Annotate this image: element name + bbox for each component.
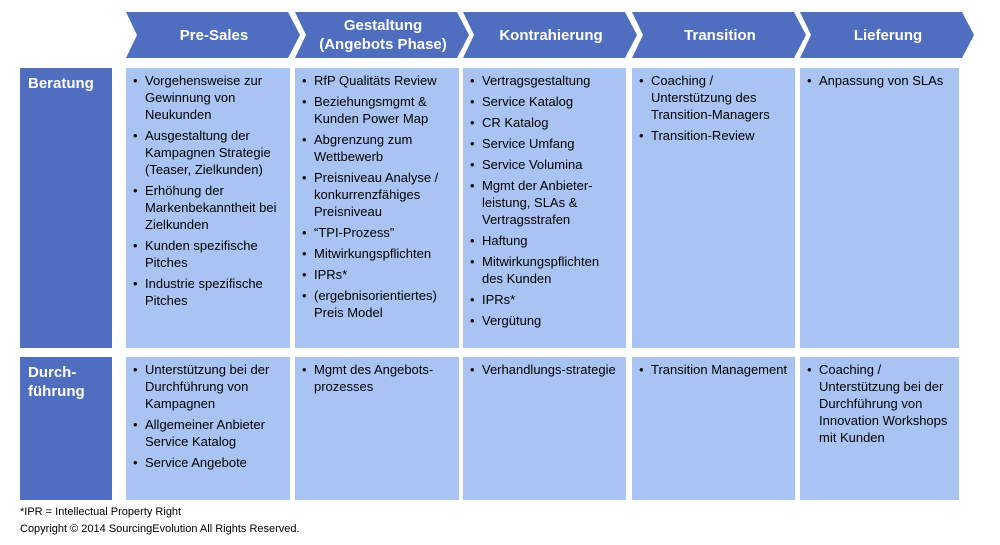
cell-r2-c2: Mgmt des Angebots-prozesses	[295, 357, 459, 500]
bullet-list: Coaching / Unterstützung bei der Durchfü…	[806, 361, 953, 446]
phase-label: Gestaltung (Angebots Phase)	[319, 17, 447, 53]
bullet-item: Mitwirkungspflichten des Kunden	[469, 253, 620, 287]
bullet-item: Vergütung	[469, 312, 620, 329]
footnote: *IPR = Intellectual Property Right	[20, 506, 182, 518]
bullet-list: Verhandlungs-strategie	[469, 361, 620, 378]
bullet-item: Transition Management	[638, 361, 789, 378]
chevron-shape	[126, 12, 300, 58]
bullet-item: Vorgehensweise zur Gewinnung von Neukund…	[132, 72, 284, 123]
cell-r1-c1: Vorgehensweise zur Gewinnung von Neukund…	[126, 68, 290, 348]
cell-r1-c5: Anpassung von SLAs	[800, 68, 959, 348]
bullet-item: Vertragsgestaltung	[469, 72, 620, 89]
bullet-item: Coaching / Unterstützung bei der Durchfü…	[806, 361, 953, 446]
row-label-durchfuehrung: Durch- führung	[20, 357, 112, 500]
bullet-item: Preisniveau Analyse / konkurrenzfähiges …	[301, 169, 453, 220]
bullet-list: VertragsgestaltungService Katalog CR Kata…	[469, 72, 620, 329]
cell-r2-c5: Coaching / Unterstützung bei der Durchfü…	[800, 357, 959, 500]
bullet-item: Industrie spezifische Pitches	[132, 275, 284, 309]
bullet-item: Service Volumina	[469, 156, 620, 173]
phase-label: Pre-Sales	[179, 26, 249, 44]
bullet-item: Service Angebote	[132, 454, 284, 471]
cell-r2-c1: Unterstützung bei der Durchführung von K…	[126, 357, 290, 500]
bullet-item: Transition-Review	[638, 127, 789, 144]
chevron-shape	[632, 12, 806, 58]
bullet-item: Verhandlungs-strategie	[469, 361, 620, 378]
bullet-item: “TPI-Prozess”	[301, 224, 453, 241]
bullet-item: Ausgestaltung der Kampagnen Strategie (T…	[132, 127, 284, 178]
cell-r1-c4: Coaching / Unterstützung des Transition-…	[632, 68, 795, 348]
phase-label: Transition	[684, 26, 756, 44]
phase-header-5: Lieferung	[800, 12, 974, 58]
bullet-item: Abgrenzung zum Wettbewerb	[301, 131, 453, 165]
copyright: Copyright © 2014 SourcingEvolution All R…	[20, 523, 300, 535]
bullet-list: RfP Qualitäts ReviewBeziehungsmgmt & Kun…	[301, 72, 453, 321]
bullet-item: Haftung	[469, 232, 620, 249]
bullet-item: IPRs*	[469, 291, 620, 308]
cell-r1-c3: VertragsgestaltungService Katalog CR Kata…	[463, 68, 626, 348]
chevron-shape	[295, 12, 469, 58]
chevron-shape	[800, 12, 974, 58]
cell-r2-c3: Verhandlungs-strategie	[463, 357, 626, 500]
bullet-item: Beziehungsmgmt & Kunden Power Map	[301, 93, 453, 127]
phase-header-4: Transition	[632, 12, 806, 58]
bullet-item: Mitwirkungspflichten	[301, 245, 453, 262]
bullet-item: Service Katalog	[469, 93, 620, 110]
bullet-item: CR Katalog	[469, 114, 620, 131]
bullet-item: IPRs*	[301, 266, 453, 283]
bullet-list: Coaching / Unterstützung des Transition-…	[638, 72, 789, 144]
chevron-shape	[463, 12, 637, 58]
bullet-list: Mgmt des Angebots-prozesses	[301, 361, 453, 395]
phase-header-2: Gestaltung (Angebots Phase)	[295, 12, 469, 58]
bullet-item: Allgemeiner Anbieter Service Katalog	[132, 416, 284, 450]
bullet-list: Vorgehensweise zur Gewinnung von Neukund…	[132, 72, 284, 309]
bullet-item: Service Umfang	[469, 135, 620, 152]
bullet-item: Unterstützung bei der Durchführung von K…	[132, 361, 284, 412]
phase-header-3: Kontrahierung	[463, 12, 637, 58]
phase-label: Kontrahierung	[499, 26, 603, 44]
bullet-list: Transition Management	[638, 361, 789, 378]
phase-header-row: Pre-Sales Gestaltung (Angebots Phase) Kont…	[0, 0, 1000, 70]
bullet-item: RfP Qualitäts Review	[301, 72, 453, 89]
bullet-item: Erhöhung der Markenbekanntheit bei Zielk…	[132, 182, 284, 233]
cell-r1-c2: RfP Qualitäts ReviewBeziehungsmgmt & Kun…	[295, 68, 459, 348]
bullet-item: Kunden spezifische Pitches	[132, 237, 284, 271]
phase-header-1: Pre-Sales	[126, 12, 300, 58]
bullet-item: (ergebnisorientiertes) Preis Model	[301, 287, 453, 321]
bullet-item: Coaching / Unterstützung des Transition-…	[638, 72, 789, 123]
bullet-list: Unterstützung bei der Durchführung von K…	[132, 361, 284, 471]
cell-r2-c4: Transition Management	[632, 357, 795, 500]
bullet-item: Mgmt der Anbieter-leistung, SLAs & Vertr…	[469, 177, 620, 228]
bullet-list: Anpassung von SLAs	[806, 72, 953, 89]
bullet-item: Anpassung von SLAs	[806, 72, 953, 89]
phase-label: Lieferung	[853, 26, 923, 44]
row-label-beratung: Beratung	[20, 68, 112, 348]
bullet-item: Mgmt des Angebots-prozesses	[301, 361, 453, 395]
